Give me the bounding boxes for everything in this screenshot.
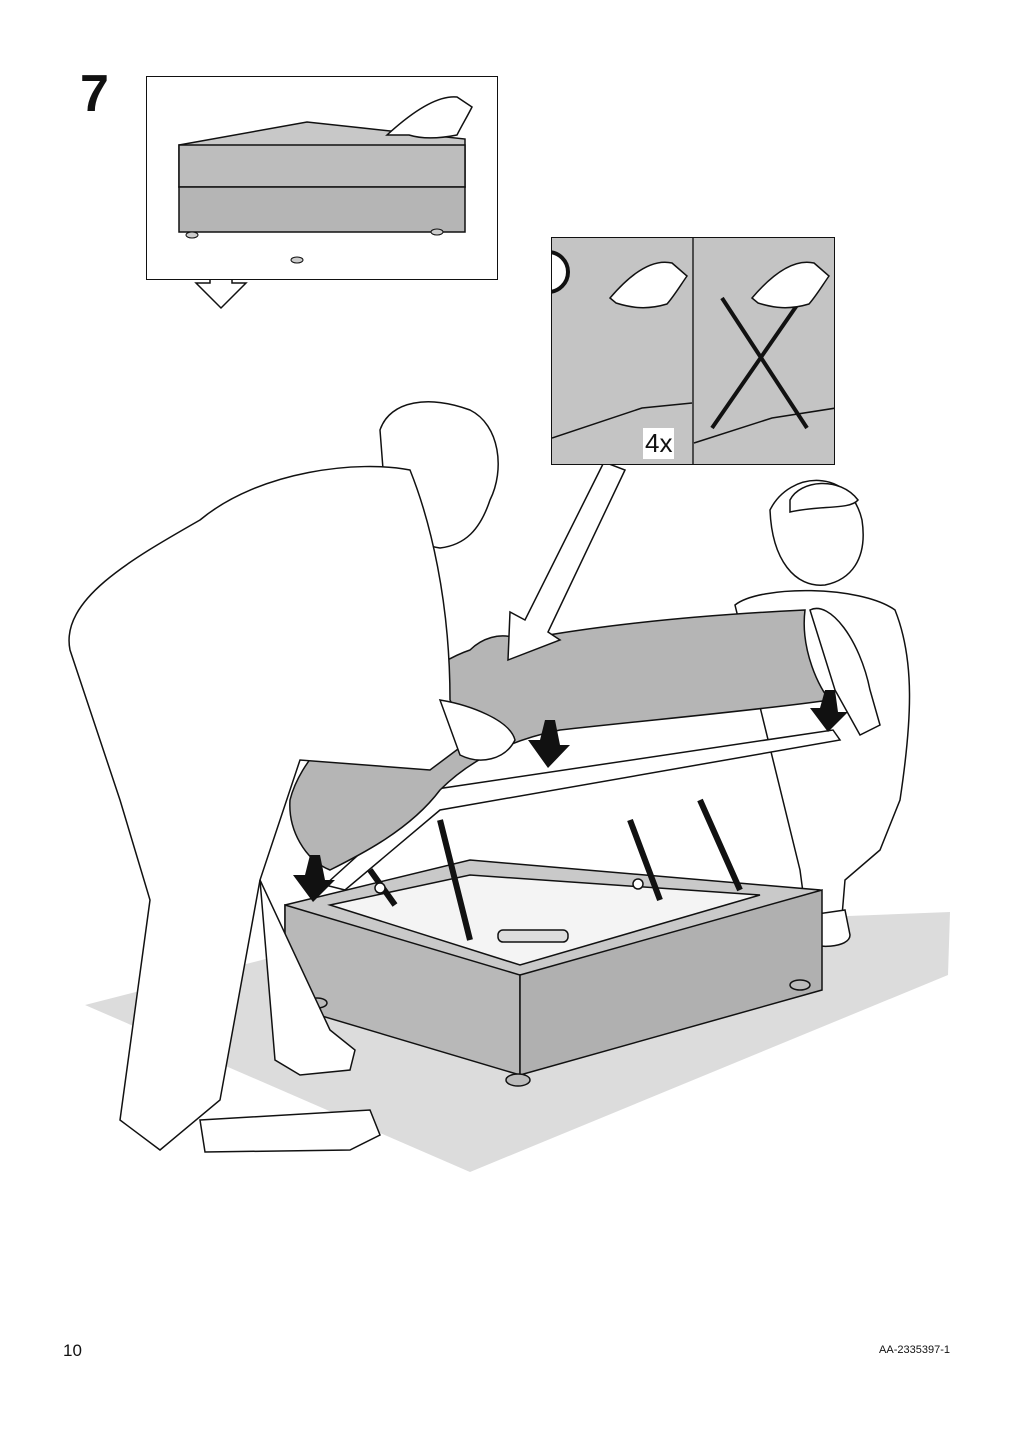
ottoman-lid — [323, 729, 842, 941]
hand-icon — [608, 261, 831, 309]
wrong-cross-icon — [710, 296, 809, 430]
step-number: 7 — [80, 65, 109, 123]
document-code: AA-2335397-1 — [879, 1344, 950, 1356]
count-label: 4x — [643, 428, 675, 459]
page-number: 10 — [63, 1341, 82, 1360]
standing-person — [68, 401, 516, 1153]
pointer-arrow — [507, 461, 627, 662]
info-panel — [551, 237, 835, 465]
info-detail — [552, 238, 834, 464]
preview-frame — [146, 76, 498, 280]
hand-icon — [385, 96, 473, 139]
ottoman-preview — [178, 96, 473, 264]
down-arrows — [293, 690, 848, 902]
ottoman-base — [284, 859, 823, 1087]
info-icon — [552, 250, 570, 294]
